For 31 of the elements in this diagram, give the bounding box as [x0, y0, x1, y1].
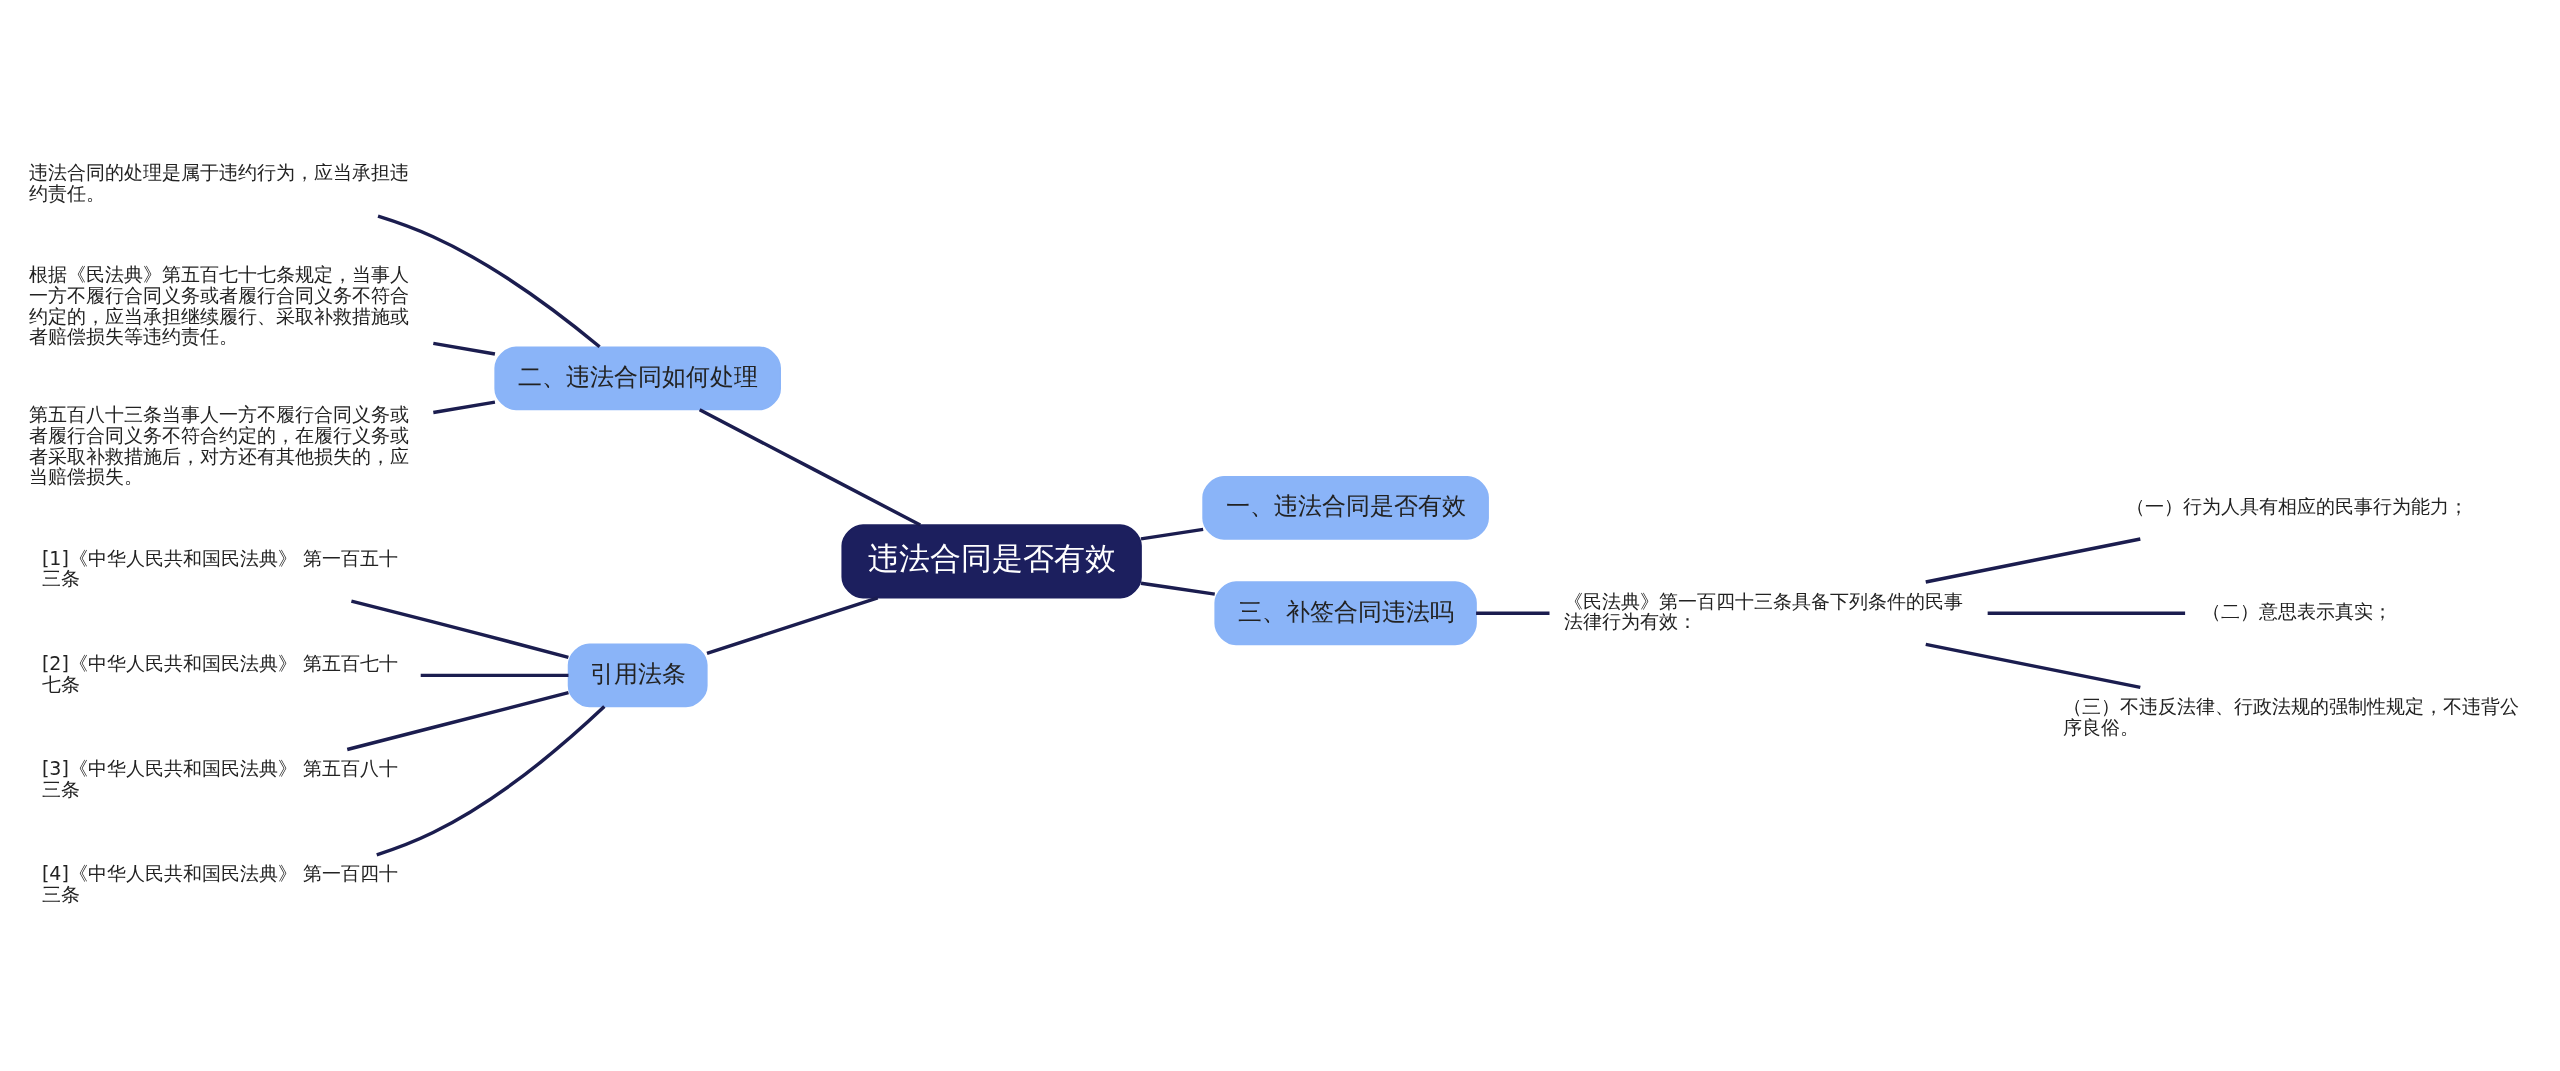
node-box: 引用法条 — [567, 643, 708, 708]
node-text: [2]《中华人民共和国民法典》 第五百七十七条 — [41, 651, 398, 695]
node-text: [1]《中华人民共和国民法典》 第一百五十三条 — [41, 546, 398, 590]
connector — [420, 673, 569, 678]
node-text: [3]《中华人民共和国民法典》 第五百八十三条 — [41, 757, 398, 800]
connector — [346, 691, 569, 752]
node-box: 一、违法合同是否有效 — [1202, 475, 1489, 540]
node-text: （一）行为人具有相应的民事行为能力； — [2126, 494, 2469, 517]
connector — [1140, 527, 1204, 541]
connector — [376, 705, 606, 857]
node-text: （二）意思表示真实； — [2202, 600, 2393, 623]
node-text: 《民法典》第一百四十三条具备下列条件的民事法律行为有效： — [1564, 589, 1964, 633]
connector — [433, 341, 496, 356]
connector — [706, 596, 879, 655]
node-text: （三）不违反法律、行政法规的强制性规定，不违背公序良俗。 — [2063, 695, 2520, 738]
connector — [1476, 611, 1550, 615]
connector — [1925, 642, 2141, 690]
node-box: 违法合同是否有效 — [841, 524, 1142, 599]
connector — [1987, 611, 2186, 615]
connector — [433, 400, 496, 415]
connector — [350, 599, 569, 659]
connector — [1140, 581, 1216, 596]
node-text: 第五百八十三条当事人一方不履行合同义务或者履行合同义务不符合约定的，在履行义务或者采取补救措施后，对方还有其他损失的，应当赔偿损失。 — [29, 403, 410, 488]
connector — [377, 214, 601, 349]
node-box: 二、违法合同如何处理 — [494, 346, 781, 411]
node-text: [4]《中华人民共和国民法典》 第一百四十三条 — [41, 862, 398, 906]
connector — [698, 408, 922, 527]
node-text: 违法合同的处理是属于违约行为，应当承担违约责任。 — [29, 161, 410, 205]
connector — [1925, 537, 2141, 584]
node-text: 根据《民法典》第五百七十七条规定，当事人一方不履行合同义务或者履行合同义务不符合约定的，应当承担继续履行、采取补救措施或者赔偿损失等违约责任。 — [29, 263, 410, 348]
node-box: 三、补签合同违法吗 — [1214, 581, 1477, 646]
